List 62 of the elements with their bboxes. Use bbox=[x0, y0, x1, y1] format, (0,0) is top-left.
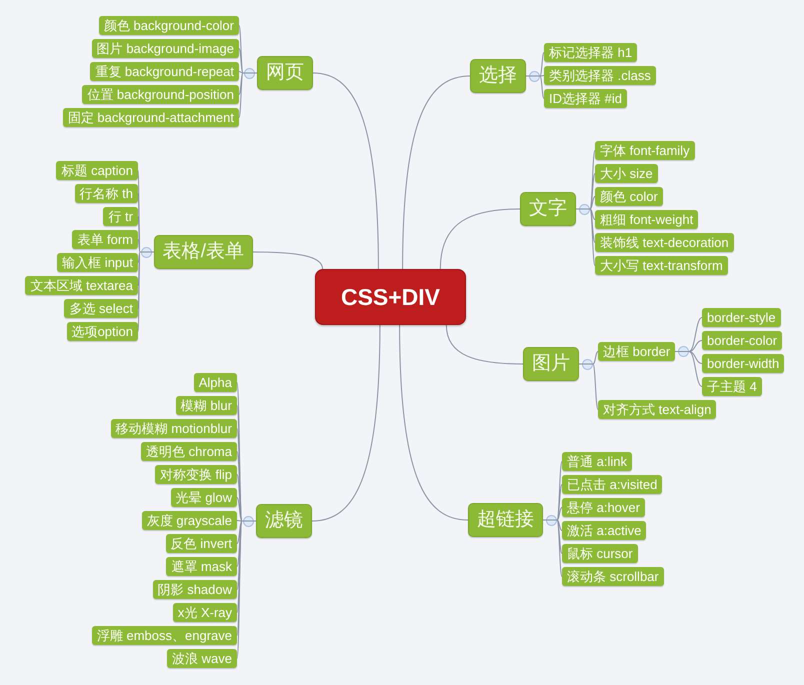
subtopic-node: ID选择器 #id bbox=[544, 89, 627, 108]
subtopic-node: 标记选择器 h1 bbox=[544, 43, 638, 62]
connector-line bbox=[312, 72, 379, 270]
subtopic-node: 字体 font-family bbox=[595, 141, 695, 160]
subtopic-node: Alpha bbox=[194, 373, 237, 392]
connector-line bbox=[440, 208, 520, 270]
connector-line bbox=[252, 252, 324, 270]
subtopic-node: 颜色 color bbox=[595, 187, 663, 206]
subtopic-node: 子主题 4 bbox=[702, 377, 762, 396]
subtopic-node: 反色 invert bbox=[166, 534, 237, 553]
subtopic-node: 波浪 wave bbox=[167, 649, 237, 668]
subtopic-node: 灰度 grayscale bbox=[142, 511, 237, 530]
subtopic-node: 粗细 font-weight bbox=[595, 210, 698, 229]
subtopic-node: 阴影 shadow bbox=[152, 580, 237, 599]
central-topic-node: CSS+DIV bbox=[315, 269, 466, 325]
subtopic-node: 表单 form bbox=[72, 230, 138, 249]
topic-node: 选择 bbox=[470, 59, 526, 93]
subtopic-node: 遮罩 mask bbox=[166, 557, 237, 576]
topic-node: 表格/表单 bbox=[154, 235, 253, 269]
topic-node: 超链接 bbox=[468, 503, 543, 537]
subtopic-node: 输入框 input bbox=[57, 253, 138, 272]
subtopic-node: 重复 background-repeat bbox=[90, 62, 239, 81]
subtopic-node: 边框 border bbox=[598, 342, 676, 361]
subtopic-node: 固定 background-attachment bbox=[62, 108, 239, 127]
subtopic-node: 装饰线 text-decoration bbox=[595, 233, 734, 252]
topic-node: 文字 bbox=[520, 192, 576, 226]
subtopic-node: 激活 a:active bbox=[562, 521, 646, 540]
connector-line bbox=[312, 324, 380, 522]
subtopic-node: 悬停 a:hover bbox=[562, 498, 645, 517]
subtopic-node: 大小写 text-transform bbox=[595, 256, 728, 275]
subtopic-node: 选项option bbox=[66, 322, 138, 341]
subtopic-node: border-width bbox=[702, 354, 784, 373]
subtopic-node: 颜色 background-color bbox=[98, 16, 239, 35]
subtopic-node: 对齐方式 text-align bbox=[598, 400, 716, 419]
subtopic-node: 多选 select bbox=[64, 299, 138, 318]
subtopic-node: 移动模糊 motionblur bbox=[110, 419, 237, 438]
subtopic-node: x光 X-ray bbox=[172, 603, 237, 622]
subtopic-node: 行名称 th bbox=[74, 184, 138, 203]
subtopic-node: 模糊 blur bbox=[176, 396, 237, 415]
subtopic-node: 类别选择器 .class bbox=[544, 66, 656, 85]
topic-node: 图片 bbox=[523, 347, 579, 381]
subtopic-node: 透明色 chroma bbox=[141, 442, 237, 461]
subtopic-node: 行 tr bbox=[103, 207, 138, 226]
subtopic-node: border-style bbox=[702, 308, 781, 327]
subtopic-node: 光晕 glow bbox=[170, 488, 237, 507]
topic-node: 滤镜 bbox=[256, 504, 312, 538]
subtopic-node: 标题 caption bbox=[56, 161, 138, 180]
topic-node: 网页 bbox=[257, 56, 313, 90]
subtopic-node: 普通 a:link bbox=[562, 452, 632, 471]
subtopic-node: 鼠标 cursor bbox=[562, 544, 638, 563]
subtopic-node: 对称变换 flip bbox=[154, 465, 237, 484]
subtopic-node: 位置 background-position bbox=[82, 85, 239, 104]
subtopic-node: 图片 background-image bbox=[92, 39, 239, 58]
connector-line bbox=[446, 324, 524, 364]
subtopic-node: 大小 size bbox=[595, 164, 658, 183]
subtopic-node: 浮雕 emboss、engrave bbox=[92, 626, 237, 645]
subtopic-node: border-color bbox=[702, 331, 782, 350]
subtopic-node: 滚动条 scrollbar bbox=[562, 567, 664, 586]
subtopic-node: 文本区域 textarea bbox=[25, 276, 138, 295]
subtopic-node: 已点击 a:visited bbox=[562, 475, 662, 494]
connector-line bbox=[402, 76, 470, 270]
connector-line bbox=[399, 324, 468, 520]
